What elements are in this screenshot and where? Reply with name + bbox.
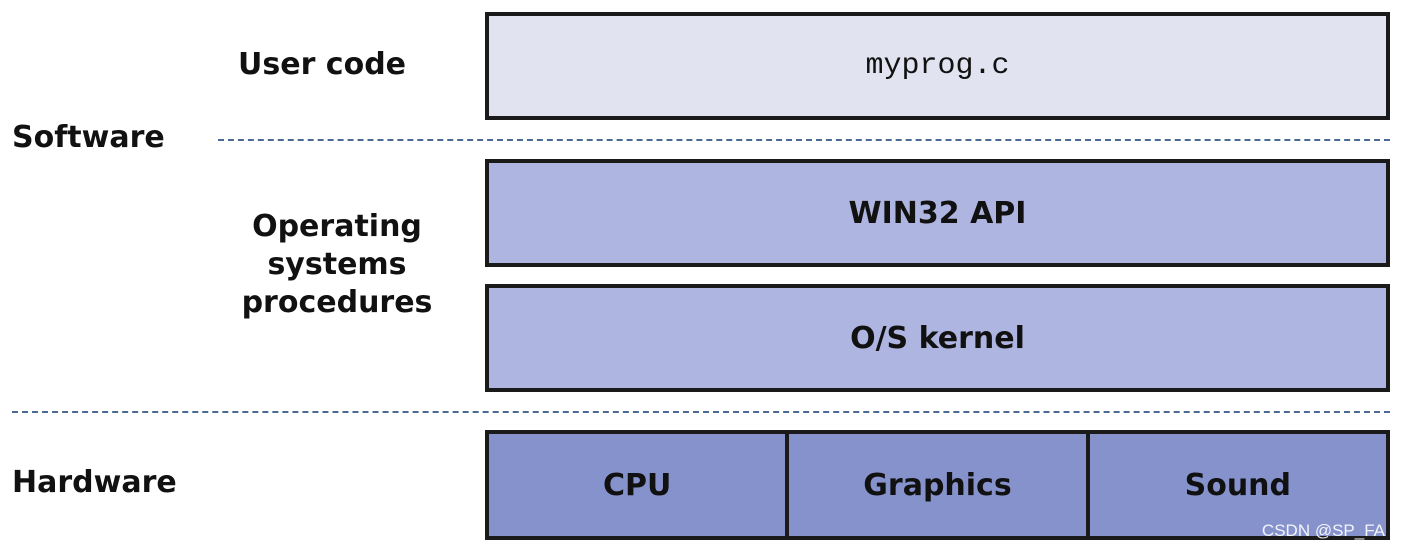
- os-procedures-label: Operating systems procedures: [222, 208, 452, 322]
- hardware-cell-sound: Sound: [1184, 467, 1292, 503]
- user-program-text: myprog.c: [865, 49, 1010, 83]
- os-label-line-3: procedures: [241, 285, 433, 320]
- user-code-label: User code: [238, 47, 407, 82]
- os-kernel-text: O/S kernel: [850, 320, 1025, 356]
- win32-api-box: WIN32 API: [485, 159, 1390, 267]
- os-label-line-2: systems: [267, 247, 407, 282]
- hardware-divider: [12, 411, 1390, 413]
- hardware-row: CPU Graphics Sound: [485, 430, 1390, 540]
- os-label-line-1: Operating: [252, 209, 422, 244]
- software-divider: [218, 139, 1390, 141]
- os-kernel-box: O/S kernel: [485, 284, 1390, 392]
- hardware-label: Hardware: [12, 465, 177, 500]
- watermark: CSDN @SP_FA: [1261, 521, 1385, 540]
- software-label: Software: [12, 120, 165, 155]
- hardware-cell-cpu: CPU: [489, 434, 790, 536]
- win32-api-text: WIN32 API: [848, 195, 1027, 231]
- user-program-box: myprog.c: [485, 12, 1390, 120]
- hardware-cell-graphics: Graphics: [789, 434, 1090, 536]
